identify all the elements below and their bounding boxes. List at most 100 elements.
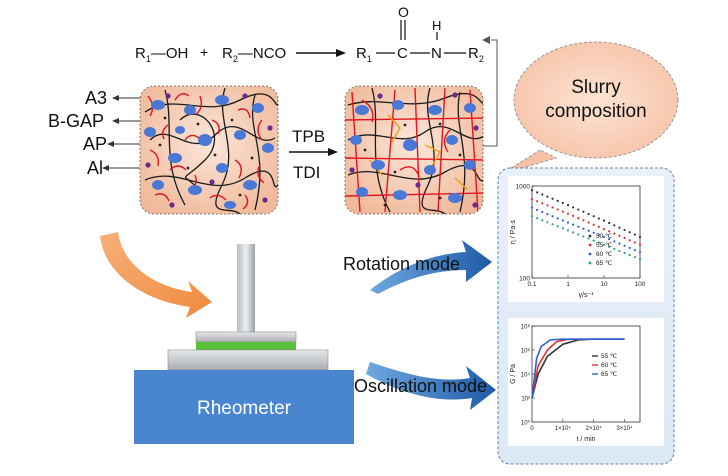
viscosity-point-2 [556,217,559,220]
binder-chains-right [347,87,483,214]
viscosity-point-3 [572,231,575,234]
viscosity-legend-marker [588,252,592,256]
viscosity-point-1 [608,230,611,233]
viscosity-point-2 [613,240,616,243]
viscosity-point-1 [556,208,559,211]
viscosity-x-tick-label: 100 [635,281,646,288]
bubble-line-2: composition [545,101,646,122]
viscosity-point-3 [536,217,539,220]
viscosity-point-3 [608,245,611,248]
viscosity-legend-label: 55 ℃ [596,242,613,249]
modulus-curve-2 [531,338,625,399]
viscosity-point-1 [618,234,621,237]
rheometer-lower-plate [167,349,329,371]
curing-arrowhead [328,148,338,156]
viscosity-point-0 [597,217,600,220]
viscosity-point-3 [592,239,595,242]
viscosity-plot-frame [531,185,641,279]
viscosity-point-2 [608,237,611,241]
viscosity-point-2 [551,215,554,218]
viscosity-legend-marker [588,261,592,265]
viscosity-point-3 [530,215,534,218]
reaction-equation: R1—OH + R2—NCO R1 C O N H R2 [135,4,498,147]
component-labels: A3 B-GAP AP Al [48,88,160,178]
modulus-x-tick-label: 0 [530,426,534,432]
viscosity-point-0 [541,193,544,196]
product-nitrogen: N [431,45,442,62]
rotation-mode-label: Rotation mode [343,254,460,274]
viscosity-point-0 [592,215,595,218]
viscosity-point-3 [566,229,570,232]
plus-sign: + [200,44,208,60]
viscosity-point-3 [582,235,585,238]
arrowhead-a3 [112,95,119,101]
sample-layer [196,342,296,350]
sampling-arrow [100,232,212,318]
product-hydrogen: H [432,18,441,33]
modulus-x-tick-label: 3×10⁴ [617,425,634,432]
label-a3: A3 [85,88,107,108]
modulus-y-tick-label: 10⁰ [521,420,531,427]
arrowhead-ap [107,141,114,147]
viscosity-point-3 [613,247,616,250]
viscosity-point-1 [628,239,631,242]
viscosity-point-1 [530,198,534,201]
al-particles-left [145,93,273,208]
viscosity-point-0 [572,206,575,209]
viscosity-point-2 [582,227,585,230]
viscosity-point-2 [638,251,642,254]
viscosity-point-2 [623,244,626,247]
viscosity-point-3 [577,233,580,236]
modulus-y-axis-label: G / Pa [510,364,517,384]
curing-agent-tdi: TDI [293,163,320,182]
viscosity-point-0 [556,199,559,202]
viscosity-point-2 [618,242,621,245]
viscosity-point-0 [638,235,642,238]
modulus-y-tick-label: 10⁶ [521,348,531,355]
viscosity-point-1 [541,202,544,205]
viscosity-point-0 [566,203,570,207]
viscosity-point-0 [628,231,631,234]
viscosity-point-3 [551,223,554,226]
label-al: Al [87,158,103,178]
label-ap: AP [83,134,107,154]
viscosity-point-0 [618,226,621,229]
viscosity-point-2 [561,219,564,222]
viscosity-point-0 [623,228,626,232]
viscosity-point-0 [587,212,590,216]
viscosity-point-0 [582,210,585,213]
rheometer-rod [237,244,255,336]
viscosity-point-2 [536,208,539,211]
viscosity-legend-label: 50 ℃ [596,233,613,240]
viscosity-x-tick-label: 1 [566,281,570,288]
viscosity-point-2 [530,206,534,209]
rheometer-label: Rheometer [197,398,292,419]
viscosity-y-tick-label: 100 [519,276,530,283]
bubble-line-1: Slurry [571,77,621,98]
viscosity-point-0 [613,224,616,227]
viscosity-x-axis-label: γ/s⁻¹ [579,292,595,299]
viscosity-point-3 [602,243,606,246]
viscosity-point-0 [551,197,554,200]
oscillation-mode-arrow: Oscillation mode [354,362,496,410]
modulus-y-tick-label: 10⁴ [521,372,531,379]
viscosity-point-1 [536,200,539,203]
viscosity-legend-marker [588,234,592,238]
viscosity-x-tick-label: 0.1 [527,281,536,288]
label-b-gap: B-GAP [48,111,104,131]
viscosity-point-2 [577,225,580,228]
modulus-x-axis-label: t / min [576,436,595,443]
viscosity-point-1 [551,206,554,209]
viscosity-legend-label: 60 ℃ [596,251,613,258]
viscosity-point-3 [618,249,621,253]
viscosity-point-0 [608,221,611,225]
viscosity-point-3 [628,253,631,257]
viscosity-point-3 [556,225,559,228]
crosslinked-slurry-panel [344,85,484,215]
reactant-r2: R2—NCO [222,45,286,64]
viscosity-point-0 [577,208,580,211]
